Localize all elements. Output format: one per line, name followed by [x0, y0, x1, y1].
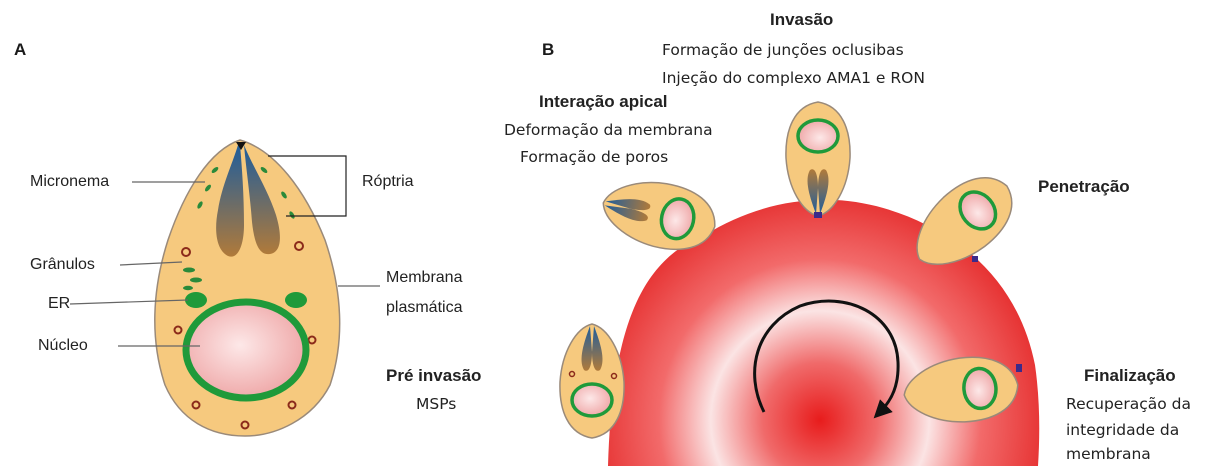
stage-finalizacao-title: Finalização: [1084, 366, 1176, 386]
junction-finalization: [1016, 364, 1022, 372]
merozoite-diagram: [70, 140, 380, 436]
label-granulos: Grânulos: [30, 255, 95, 275]
label-membrana-line2: plasmática: [386, 298, 462, 318]
junction-invasion: [814, 212, 822, 218]
stage-finalizacao-line2: integridade da: [1066, 420, 1179, 440]
stage-pre-invasao-line1: MSPs: [416, 394, 456, 414]
nucleus: [186, 302, 306, 398]
stage-finalizacao-line3: membrana: [1066, 444, 1151, 464]
label-micronema: Micronema: [30, 172, 109, 192]
label-nucleo: Núcleo: [38, 336, 88, 356]
panel-letter-a: A: [14, 40, 26, 60]
merozoite-pre-invasion: [560, 324, 624, 438]
label-membrana-line1: Membrana: [386, 268, 462, 288]
stage-interacao-line1: Deformação da membrana: [504, 120, 713, 140]
junction-penetration: [972, 256, 978, 262]
stage-invasao-title: Invasão: [770, 10, 833, 30]
stage-penetracao-title: Penetração: [1038, 177, 1130, 197]
panel-letter-b: B: [542, 40, 554, 60]
stage-interacao-title: Interação apical: [539, 92, 668, 112]
stage-invasao-line1: Formação de junções oclusibas: [662, 40, 904, 60]
label-er: ER: [48, 294, 70, 314]
stage-finalizacao-line1: Recuperação da: [1066, 394, 1191, 414]
stage-interacao-line2: Formação de poros: [520, 147, 668, 167]
merozoite-invasion: [786, 102, 850, 216]
label-roptria: Róptria: [362, 172, 414, 192]
stage-invasao-line2: Injeção do complexo AMA1 e RON: [662, 68, 925, 88]
stage-pre-invasao-title: Pré invasão: [386, 366, 481, 386]
